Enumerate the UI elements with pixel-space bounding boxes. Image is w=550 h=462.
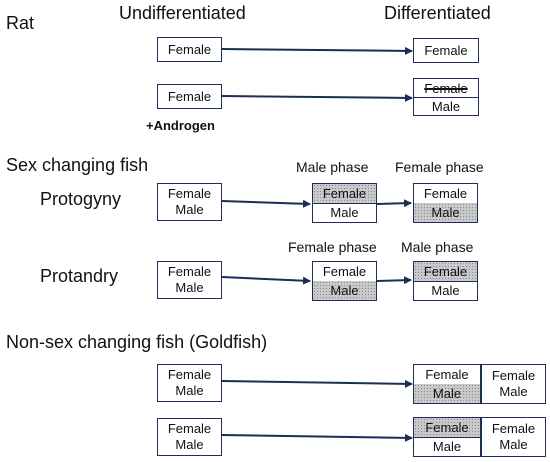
differentiated-heading: Differentiated xyxy=(384,3,491,23)
female-cell: Female xyxy=(313,262,376,282)
male-label: Male xyxy=(431,283,460,298)
arrow-rat-1 xyxy=(221,46,413,55)
male-cell: Male xyxy=(313,203,376,222)
protogyny-undiff-box: Female Male xyxy=(157,183,222,221)
arrow-goldfish-2 xyxy=(221,433,413,442)
protandry-female-phase-box: Female Male xyxy=(312,261,377,301)
rat-diff-box-1: Female xyxy=(413,38,479,63)
rat-diff-box-2: Female Male xyxy=(413,78,479,116)
male-label: Male xyxy=(499,384,528,399)
goldfish-diff-box-1: Female Male Female Male xyxy=(413,364,546,404)
male-cell-shaded: Male xyxy=(414,384,480,403)
male-cell: Male xyxy=(414,281,477,300)
undifferentiated-heading: Undifferentiated xyxy=(119,3,246,23)
female-label: Female xyxy=(423,264,468,279)
female-label: Female xyxy=(425,420,469,435)
female-cell: Female xyxy=(414,365,480,385)
female-label: Female xyxy=(425,367,469,382)
rat-undiff-box-1: Female xyxy=(157,37,222,62)
protandry-label: Protandry xyxy=(40,266,119,286)
goldfish-diff-box-2: Female Male Female Male xyxy=(413,417,546,457)
goldfish-diff-right-1: Female Male xyxy=(482,365,545,403)
male-label: Male xyxy=(499,437,528,452)
male-label: Male xyxy=(432,386,462,401)
male-label: Male xyxy=(175,437,204,452)
rat-undiff-box-2: Female xyxy=(157,84,222,109)
male-label: Male xyxy=(330,283,359,298)
male-label: Male xyxy=(330,205,359,220)
female-cell-shaded: Female xyxy=(414,418,480,438)
goldfish-diff-left-1: Female Male xyxy=(414,365,480,403)
female-cell-shaded: Female xyxy=(313,184,376,204)
arrow-protogyny-2 xyxy=(376,199,412,208)
female-struck-label: Female xyxy=(424,80,468,96)
male-label: Male xyxy=(431,98,461,114)
female-label: Female xyxy=(167,264,212,279)
female-label: Female xyxy=(322,264,367,279)
struck-female-cell: Female xyxy=(414,79,478,98)
female-label: Female xyxy=(167,42,212,57)
arrow-protandry-2 xyxy=(376,276,412,285)
female-label: Female xyxy=(167,367,212,382)
non-sex-changing-heading: Non-sex changing fish (Goldfish) xyxy=(6,332,268,352)
male-label: Male xyxy=(432,439,462,454)
protandry-phase-2: Male phase xyxy=(401,239,474,255)
female-label: Female xyxy=(424,43,468,58)
female-label: Female xyxy=(167,89,212,104)
male-cell-shaded: Male xyxy=(414,203,477,222)
androgen-label: +Androgen xyxy=(146,118,215,133)
female-label: Female xyxy=(491,421,536,436)
arrow-goldfish-1 xyxy=(221,379,413,388)
arrow-protogyny-1 xyxy=(221,199,311,208)
male-label: Male xyxy=(175,383,204,398)
goldfish-divider-1 xyxy=(480,365,482,403)
male-label: Male xyxy=(175,280,204,295)
protogyny-phase-2: Female phase xyxy=(395,159,484,175)
male-label: Male xyxy=(431,205,460,220)
rat-heading: Rat xyxy=(6,13,35,33)
male-cell: Male xyxy=(414,97,478,115)
arrow-protandry-1 xyxy=(221,276,311,285)
female-label: Female xyxy=(491,368,536,383)
male-cell: Male xyxy=(414,437,480,456)
goldfish-undiff-box-2: Female Male xyxy=(157,418,222,456)
arrow-rat-2 xyxy=(221,93,413,102)
goldfish-divider-2 xyxy=(480,418,482,456)
female-cell: Female xyxy=(414,184,477,204)
protandry-undiff-box: Female Male xyxy=(157,261,222,299)
protogyny-male-phase-box: Female Male xyxy=(312,183,377,223)
female-label: Female xyxy=(423,186,468,201)
male-cell-shaded: Male xyxy=(313,281,376,300)
female-label: Female xyxy=(322,186,367,201)
goldfish-undiff-box-1: Female Male xyxy=(157,364,222,402)
female-label: Female xyxy=(167,186,212,201)
goldfish-diff-right-2: Female Male xyxy=(482,418,545,456)
female-label: Female xyxy=(167,421,212,436)
female-cell-shaded: Female xyxy=(414,262,477,282)
goldfish-diff-left-2: Female Male xyxy=(414,418,480,456)
protogyny-phase-1: Male phase xyxy=(296,159,369,175)
protogyny-female-phase-box: Female Male xyxy=(413,183,478,223)
male-label: Male xyxy=(175,202,204,217)
protandry-male-phase-box: Female Male xyxy=(413,261,478,301)
sex-changing-heading: Sex changing fish xyxy=(6,155,149,175)
protandry-phase-1: Female phase xyxy=(288,239,377,255)
protogyny-label: Protogyny xyxy=(40,189,122,209)
